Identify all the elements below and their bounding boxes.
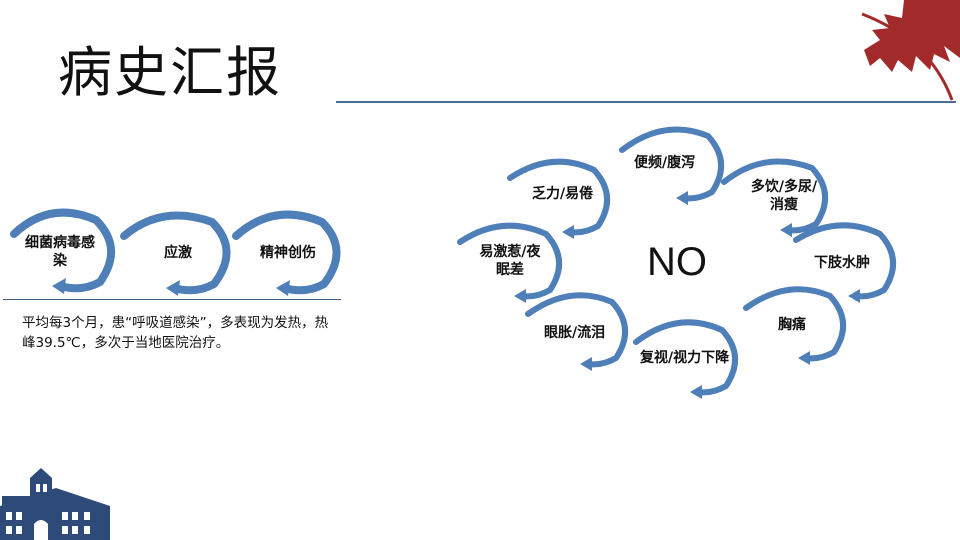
symptom-label: 复视/视力下降: [640, 350, 730, 366]
symptom-arrow: [633, 319, 739, 399]
title-divider: [336, 101, 956, 103]
trigger-arrow: [232, 210, 341, 296]
symptom-arrow: [793, 222, 897, 303]
symptom-label: 乏力/易倦: [532, 186, 594, 202]
history-description: 平均每3个月，患“呼吸道感染”，多表现为发热，热峰39.5℃，多次于当地医院治疗…: [22, 315, 329, 351]
left-divider: [3, 299, 341, 300]
trigger-label: 细菌病毒感染: [25, 235, 95, 269]
symptom-arrow: [525, 292, 629, 371]
trigger-arrow: [10, 208, 116, 294]
center-label: NO: [647, 240, 707, 284]
symptom-label: 便频/腹泻: [634, 155, 696, 171]
trigger-label: 精神创伤: [260, 245, 316, 261]
trigger-label: 应激: [164, 245, 192, 261]
symptom-label: 易激惹/夜眠差: [479, 244, 541, 278]
page-title: 病史汇报: [58, 41, 282, 104]
symptom-label: 下肢水肿: [814, 255, 870, 271]
symptom-arrow: [507, 158, 611, 239]
symptom-arrow: [721, 158, 829, 237]
trigger-arrow: [120, 211, 231, 296]
symptom-label: 胸痛: [778, 317, 806, 333]
symptom-label: 眼胀/流泪: [544, 325, 606, 341]
symptom-arrow: [743, 286, 847, 365]
symptom-label: 多饮/多尿/消瘦: [750, 179, 818, 213]
symptom-arrow: [619, 126, 725, 205]
symptom-arrow: [457, 222, 563, 303]
